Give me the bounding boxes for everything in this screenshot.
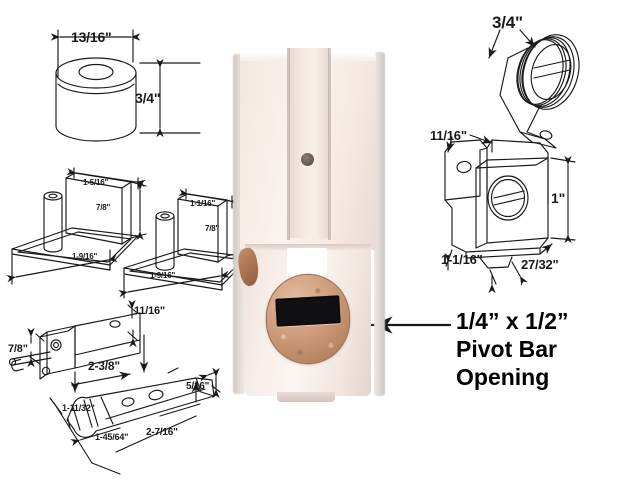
dim-lock-housing-top-flange: 11/16"	[430, 128, 467, 143]
callout-line-2: Pivot Bar	[456, 336, 557, 363]
pivot-lock-photo	[233, 48, 385, 402]
dim-bracket-left-base-length: 1-9/16"	[72, 252, 98, 261]
dim-lock-housing-height: 1"	[551, 190, 566, 206]
dim-pivot-assembly-overall: 1-45/64"	[95, 432, 129, 442]
pivot-bar-opening-callout: 1/4” x 1/2” Pivot Bar Opening	[456, 307, 569, 391]
dim-pivot-bar-length: 2-3/8"	[88, 359, 120, 373]
bracket-right-art	[118, 188, 251, 299]
photo-rib-right-edge	[328, 48, 331, 240]
bracket-left-art	[6, 167, 147, 285]
callout-line-3: Opening	[456, 364, 550, 391]
dim-lock-housing-depth: 27/32"	[521, 257, 559, 272]
dim-bracket-left-plate-height: 7/8"	[96, 203, 111, 212]
dim-bracket-left-plate-width: 1-5/16"	[83, 178, 109, 187]
dim-bracket-right-base-length: 1-9/16"	[150, 271, 176, 280]
dim-lock-housing-width: 1-1/16"	[441, 252, 483, 267]
dim-pivot-assembly-end-width: 5/16"	[186, 381, 210, 392]
dim-roller-height: 3/4"	[135, 90, 161, 106]
photo-body-seam	[245, 244, 371, 250]
pivot-bar-upper-art	[8, 299, 149, 393]
dim-pivot-assembly-offset: 1-11/32"	[62, 403, 95, 413]
lock-housing-art	[444, 134, 576, 294]
photo-center-rib	[289, 48, 329, 238]
photo-right-edge	[374, 52, 385, 396]
photo-screw-hole	[301, 153, 314, 166]
callout-line-1: 1/4” x 1/2”	[456, 308, 569, 334]
dim-pivot-bar-pin-dia: 7/8"	[8, 343, 28, 355]
roller-spacer-art	[50, 29, 201, 142]
photo-rib-left-edge	[287, 48, 290, 240]
dim-pivot-assembly-body-length: 2-7/16"	[146, 427, 178, 438]
dim-roller-width: 13/16"	[71, 29, 112, 45]
dim-pivot-bar-width: 11/16"	[134, 305, 165, 317]
dim-bracket-right-plate-width: 1-1/16"	[190, 199, 216, 208]
dim-pivot-ring-dia: 3/4"	[492, 13, 523, 32]
pivot-bar-lower-art	[49, 367, 221, 475]
photo-notch	[287, 248, 327, 276]
photo-bottom-stub	[277, 392, 335, 402]
dim-bracket-right-plate-height: 7/8"	[205, 224, 220, 233]
pivot-ring-art	[488, 29, 580, 149]
photo-pivot-bar-opening	[275, 295, 341, 327]
